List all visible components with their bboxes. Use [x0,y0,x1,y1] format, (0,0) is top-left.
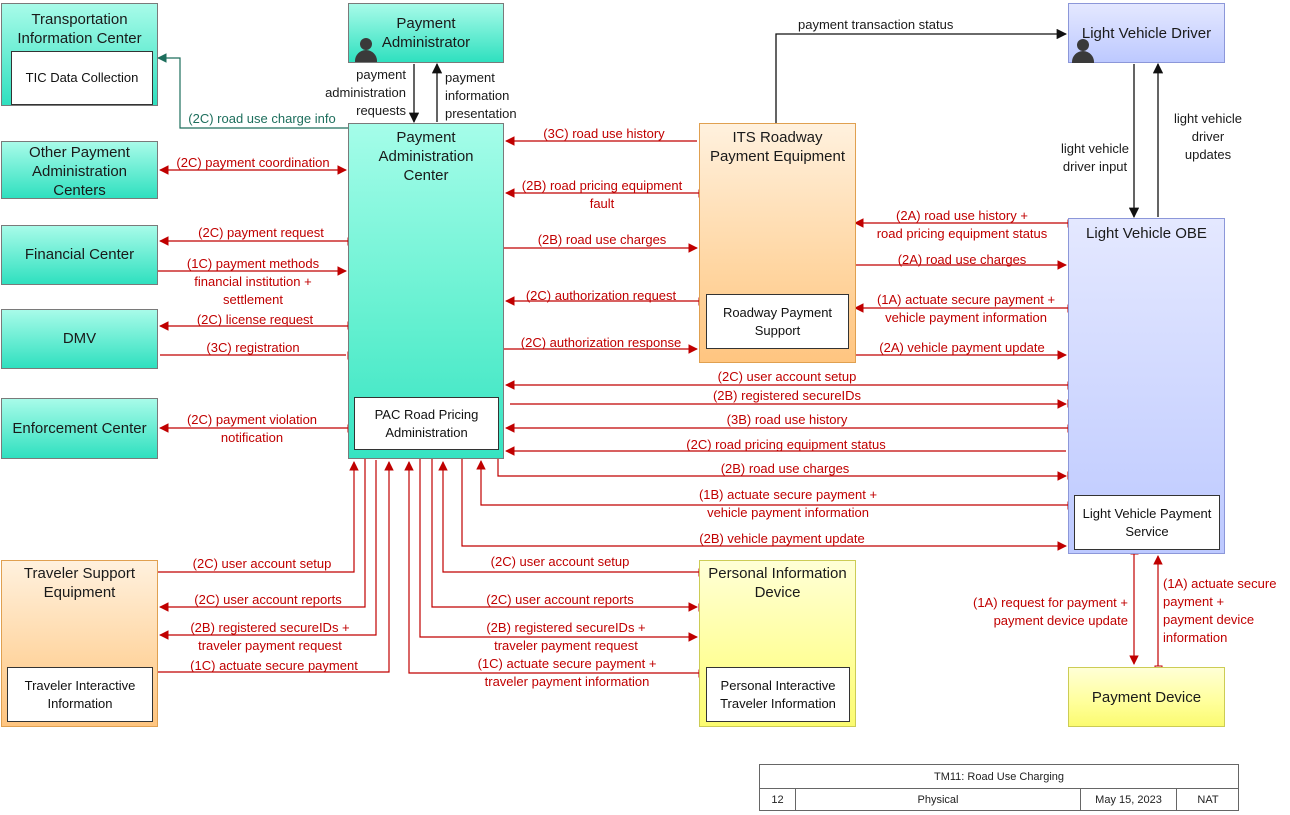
line-pid-setup [438,461,702,573]
line-pac-obe-actuate [476,460,1071,506]
node-enforcement-center[interactable]: Enforcement Center [1,398,158,459]
label-pid-user-account-setup: (2C) user account setup [490,554,630,569]
roadway-payment-support[interactable]: Roadway Payment Support [706,294,849,349]
line-tse-setup [152,461,359,573]
node-title: Transportation Information Center [17,11,142,47]
node-its-roadway-payment-equipment[interactable]: ITS Roadway Payment Equipment Roadway Pa… [699,123,856,363]
label-light-vehicle-driver-updates: light vehicle driver updates [1174,111,1242,162]
label-obe-actuate-secure-payment: (1A) actuate secure payment + vehicle pa… [876,292,1056,325]
node-light-vehicle-obe[interactable]: Light Vehicle OBE Light Vehicle Payment … [1068,218,1225,554]
label-road-pricing-equipment-fault: (2B) road pricing equipment fault [521,178,683,211]
node-title: Light Vehicle Driver [1081,25,1212,42]
label-pac-obe-user-account-setup: (2C) user account setup [717,369,857,384]
node-payment-administration-center[interactable]: Payment Administration Center PAC Road P… [348,123,504,459]
label-payment-administration-requests: payment administration requests [325,67,406,118]
label-pac-obe-actuate-secure-payment: (1B) actuate secure payment + vehicle pa… [698,487,878,520]
tic-data-collection[interactable]: TIC Data Collection [11,51,153,105]
label-authorization-request: (2C) authorization request [525,288,677,303]
line-pid-ids [419,458,698,642]
line-pac-obe-charges [497,453,1067,481]
traveler-interactive-information[interactable]: Traveler Interactive Information [7,667,153,722]
label-obe-road-use-charges: (2A) road use charges [897,252,1027,267]
label-tse-user-account-reports: (2C) user account reports [194,592,342,607]
pac-road-pricing-administration[interactable]: PAC Road Pricing Administration [354,397,499,450]
node-dmv[interactable]: DMV [1,309,158,369]
node-title: ITS Roadway Payment Equipment [709,129,846,165]
label-pd-actuate-secure-payment: (1A) actuate secure payment + payment de… [1163,576,1277,645]
label-registration: (3C) registration [206,340,300,355]
node-title: Payment Administration Center [378,129,474,184]
label-payment-violation-notification: (2C) payment violation notification [186,412,318,445]
label-pid-registered-secureids: (2B) registered secureIDs + traveler pay… [486,620,646,653]
node-title: Financial Center [24,246,135,263]
label-light-vehicle-driver-input: light vehicle driver input [1061,141,1129,174]
label-pac-obe-road-pricing-equipment-status: (2C) road pricing equipment status [686,437,886,452]
node-title: Payment Device [1091,689,1202,706]
label-pac-obe-registered-secureids: (2B) registered secureIDs [712,388,862,403]
label-road-use-charge-info: (2C) road use charge info [188,111,336,126]
node-title: Traveler Support Equipment [23,565,136,601]
label-payment-coordination: (2C) payment coordination [176,155,330,170]
label-pac-obe-vehicle-payment-update: (2B) vehicle payment update [699,531,865,546]
label-pid-actuate-secure-payment: (1C) actuate secure payment + traveler p… [477,656,657,689]
line-pay-tx-status [775,28,1068,124]
node-title: Payment Administrator [381,15,471,51]
person-icon [1072,39,1094,63]
node-personal-information-device[interactable]: Personal Information Device Personal Int… [699,560,856,727]
line-tse-reports [159,458,366,612]
label-payment-methods: (1C) payment methods financial instituti… [186,256,320,307]
label-pac-obe-road-use-history: (3B) road use history [726,412,848,427]
label-obe-vehicle-payment-update: (2A) vehicle payment update [879,340,1045,355]
node-transportation-information-center[interactable]: Transportation Information Center TIC Da… [1,3,158,106]
node-title: Other Payment Administration Centers [29,144,130,199]
label-payment-request: (2C) payment request [198,225,324,240]
light-vehicle-payment-service[interactable]: Light Vehicle Payment Service [1074,495,1220,550]
label-its-road-use-history: (3C) road use history [543,126,665,141]
label-payment-information-presentation: payment information presentation [445,70,517,121]
node-title: Enforcement Center [12,420,147,437]
label-request-for-payment: (1A) request for payment + payment devic… [973,595,1128,628]
label-license-request: (2C) license request [196,312,314,327]
line-tic [157,53,348,129]
node-payment-device[interactable]: Payment Device [1068,667,1225,727]
label-pac-obe-road-use-charges: (2B) road use charges [720,461,850,476]
line-tse-ids [159,460,377,640]
diagram-number: 12 [760,788,796,811]
diagram-view: Physical [796,788,1081,811]
label-pid-user-account-reports: (2C) user account reports [486,592,634,607]
node-light-vehicle-driver[interactable]: Light Vehicle Driver [1068,3,1225,63]
person-icon [355,38,377,62]
diagram-date: May 15, 2023 [1081,788,1177,811]
node-traveler-support-equipment[interactable]: Traveler Support Equipment Traveler Inte… [1,560,158,727]
node-other-payment-administration-centers[interactable]: Other Payment Administration Centers [1,141,158,199]
label-obe-road-use-history-status: (2A) road use history + road pricing equ… [876,208,1048,241]
node-title: Light Vehicle OBE [1086,225,1207,242]
node-title: Personal Information Device [708,565,847,601]
diagram-scope: NAT [1197,793,1219,806]
line-pac-obe-update [461,455,1067,551]
label-tse-user-account-setup: (2C) user account setup [192,556,332,571]
diagram-title: TM11: Road Use Charging [760,765,1238,789]
node-title: DMV [62,330,97,347]
label-authorization-response: (2C) authorization response [520,335,682,350]
personal-interactive-traveler-information[interactable]: Personal Interactive Traveler Informatio… [706,667,850,722]
title-block: TM11: Road Use Charging 12 Physical May … [759,764,1239,811]
node-payment-administrator[interactable]: Payment Administrator [348,3,504,63]
label-its-road-use-charges: (2B) road use charges [537,232,667,247]
label-tse-registered-secureids: (2B) registered secureIDs + traveler pay… [190,620,350,653]
label-tse-actuate-secure-payment: (1C) actuate secure payment [190,658,358,673]
label-payment-transaction-status: payment transaction status [798,17,954,32]
line-tse-actuate [152,461,394,673]
node-financial-center[interactable]: Financial Center [1,225,158,285]
line-pid-reports [431,458,698,612]
line-pid-actuate [404,461,702,674]
